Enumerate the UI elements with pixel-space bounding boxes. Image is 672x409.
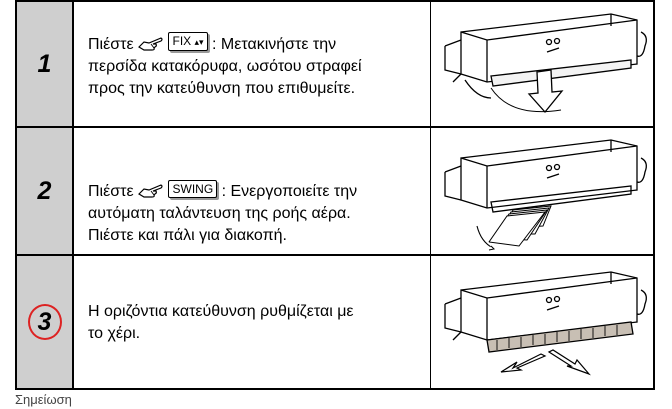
air-conditioner-illustration (444, 271, 647, 353)
step-text-cell-1: Πιέστε FIX ▴▾ : Μετακινήστε την περσίδα … (74, 2, 431, 126)
step-number-2: 2 (17, 128, 74, 254)
step-text-cell-3: Η οριζόντια κατεύθυνση ρυθμίζεται με το … (74, 256, 431, 388)
step-prefix: Πιέστε (88, 36, 134, 53)
up-down-arrow-icon: ▴▾ (194, 37, 204, 48)
step-text-cell-2: Πιέστε SWING : Ενεργοποιείτε την αυτόματ… (74, 128, 431, 254)
step-illustration-1 (431, 2, 653, 126)
step-illustration-2 (431, 128, 653, 254)
pointing-hand-icon (138, 34, 164, 52)
air-conditioner-illustration (444, 139, 647, 213)
step-number-3: 3 (17, 256, 74, 388)
step-prefix: Πιέστε (88, 183, 134, 200)
fix-button[interactable]: FIX ▴▾ (168, 32, 208, 52)
step-row-3: 3 Η οριζόντια κατεύθυνση ρυθμίζεται με τ… (17, 256, 653, 388)
step-text-3: Η οριζόντια κατεύθυνση ρυθμίζεται με το … (88, 303, 354, 342)
swinging-louver-fan-icon (476, 205, 552, 251)
step-text-2: Πιέστε SWING : Ενεργοποιείτε την αυτόματ… (88, 179, 358, 244)
air-conditioner-illustration (444, 13, 647, 113)
step-row-2: 2 Πιέστε SWING : Ενεργοποιείτε την αυτόμ… (17, 128, 653, 256)
circled-step-number: 3 (27, 304, 62, 340)
airflow-arrow-icon (527, 69, 564, 114)
step-row-1: 1 Πιέστε FIX ▴▾ : Μετακινήστε την περσίδ… (17, 2, 653, 128)
step-illustration-3 (431, 256, 653, 388)
swing-button[interactable]: SWING (168, 179, 218, 198)
instruction-table: 1 Πιέστε FIX ▴▾ : Μετακινήστε την περσίδ… (15, 0, 655, 390)
step-number-1: 1 (17, 2, 74, 126)
footer-note: Σημείωση (15, 392, 72, 407)
pointing-hand-icon (138, 181, 164, 199)
step-text-1: Πιέστε FIX ▴▾ : Μετακινήστε την περσίδα … (88, 32, 362, 97)
airflow-arrow-icon (500, 349, 591, 376)
